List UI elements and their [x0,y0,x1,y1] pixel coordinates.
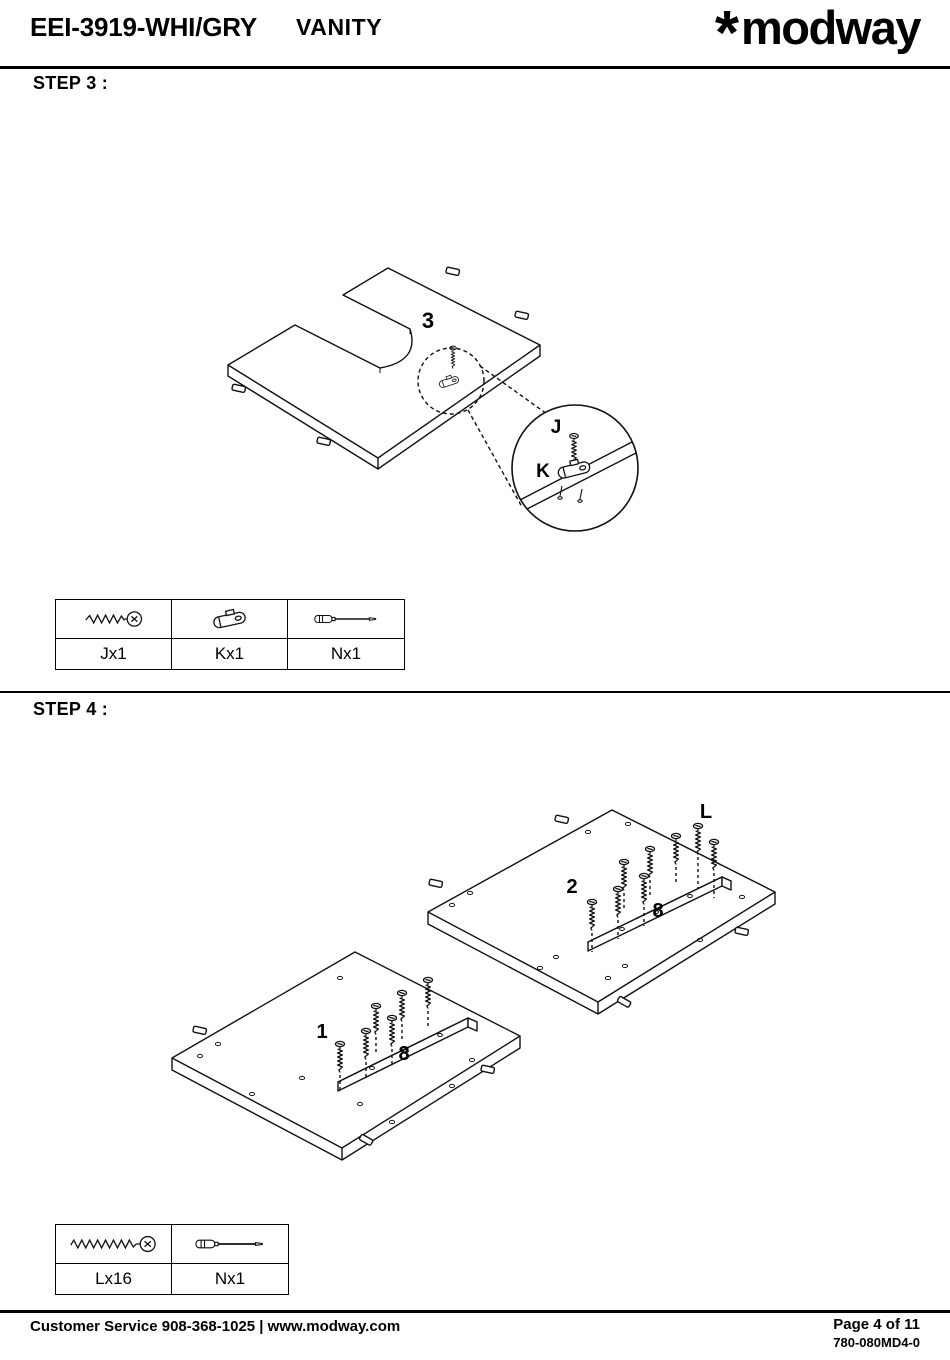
detail-source-circle [417,347,485,415]
asterisk-logo-icon: * [714,0,739,68]
panel2-holes [448,821,746,981]
panel2-top-face [427,809,776,1003]
callout-k-label: K [536,461,550,482]
product-name: VANITY [296,14,383,40]
panel1-screws [334,976,434,1090]
panel-3-label: 3 [422,308,434,333]
step3-title: STEP 3 : [33,73,109,93]
clip-pins [557,485,583,503]
brand-logo: * modway [715,0,922,64]
rail8-right [587,876,732,952]
panel1-top-face [171,951,521,1149]
document-code: 780-080MD4-0 [833,1335,920,1350]
panel-1-label: 1 [316,1021,327,1043]
step4-title: STEP 4 : [33,699,109,719]
panel2-pegs [428,814,750,1008]
part-count-label: Nx1 [172,1263,288,1294]
part-count-label: Lx16 [56,1263,172,1294]
rail-8-left-label: 8 [398,1043,409,1065]
page-number: Page 4 of 11 [833,1316,920,1333]
rail-8-right-label: 8 [652,900,663,922]
part-count-label: Nx1 [288,638,404,669]
screw-icon [56,600,172,638]
step3-diagram: 3 J K [227,266,639,532]
panel-2-label: 2 [566,876,577,898]
customer-service-text: Customer Service 908-368-1025 | www.modw… [30,1318,401,1335]
step4-diagram: 2 8 L 1 8 [171,801,776,1161]
panel3-edge [227,345,541,470]
screws-l-label: L [700,801,712,823]
panel3-top-face [227,267,541,459]
panel2-screws [586,822,720,952]
screwdriver-icon [288,600,404,638]
header-divider [0,66,950,69]
step3-parts-table: Jx1 Kx1 Nx1 [55,599,405,670]
footer-divider [0,1310,950,1313]
part-count-label: Kx1 [172,638,288,669]
panel3-pegs [231,266,530,446]
callout-j-label: J [551,417,562,438]
brand-wordmark: modway [740,1,922,55]
rail8-left [337,1017,478,1092]
part-count-label: Jx1 [56,638,172,669]
product-code: EEI-3919-WHI/GRY [30,12,258,42]
panel1-pegs [192,1025,496,1146]
step4-parts-table: Lx16 Nx1 [55,1224,289,1295]
long-screw-icon [56,1225,172,1263]
cam-clip-icon [172,600,288,638]
screwdriver-icon [172,1225,288,1263]
section-divider [0,691,950,693]
panel1-holes [196,975,476,1125]
